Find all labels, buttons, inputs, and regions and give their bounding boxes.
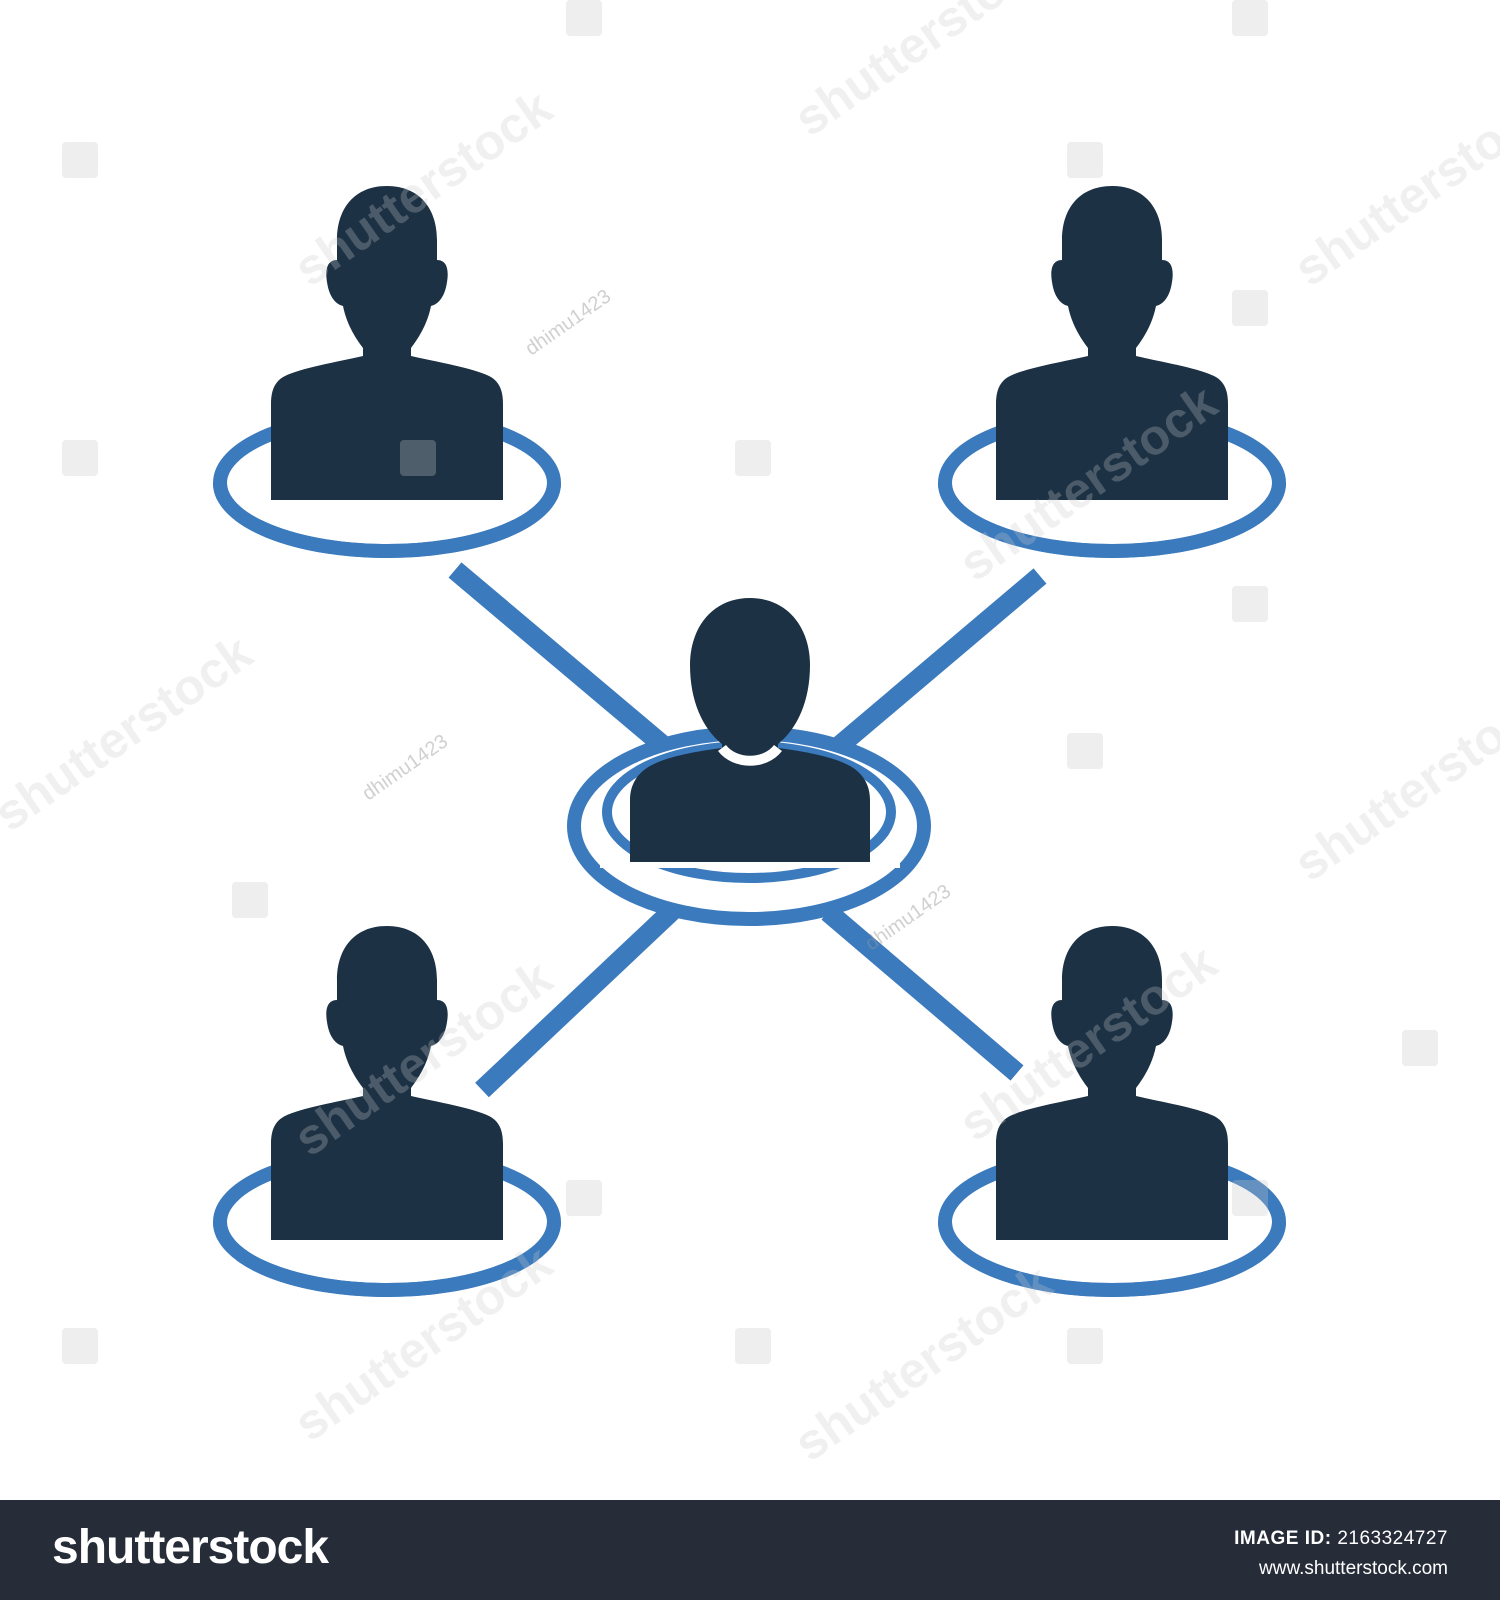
connector-line-bottom-left [475,902,680,1098]
connector-line-top-left [448,562,672,755]
connector-line-top-right [825,568,1047,760]
person-icon [271,186,503,500]
top-left-person [200,186,574,558]
person-icon [630,598,870,862]
person-icon [271,926,503,1240]
image-id-value: 2163324727 [1337,1528,1448,1549]
bottom-left-person [200,926,574,1297]
footer-logo[interactable]: shutterstock [52,1521,329,1574]
connector-lines [448,562,1047,1098]
footer-url[interactable]: www.shutterstock.com [1259,1558,1448,1579]
person-icon [996,186,1228,500]
top-right-person [925,186,1299,558]
image-id-label: IMAGE ID: [1234,1528,1332,1549]
image-id: IMAGE ID: 2163324727 [1234,1528,1448,1550]
stock-footer-bar: shutterstock IMAGE ID: 2163324727 www.sh… [0,1500,1500,1600]
bottom-right-person [925,926,1299,1297]
person-icon [996,926,1228,1240]
connector-line-bottom-right [821,904,1024,1081]
center-person [567,598,931,926]
network-illustration [200,186,1299,1297]
